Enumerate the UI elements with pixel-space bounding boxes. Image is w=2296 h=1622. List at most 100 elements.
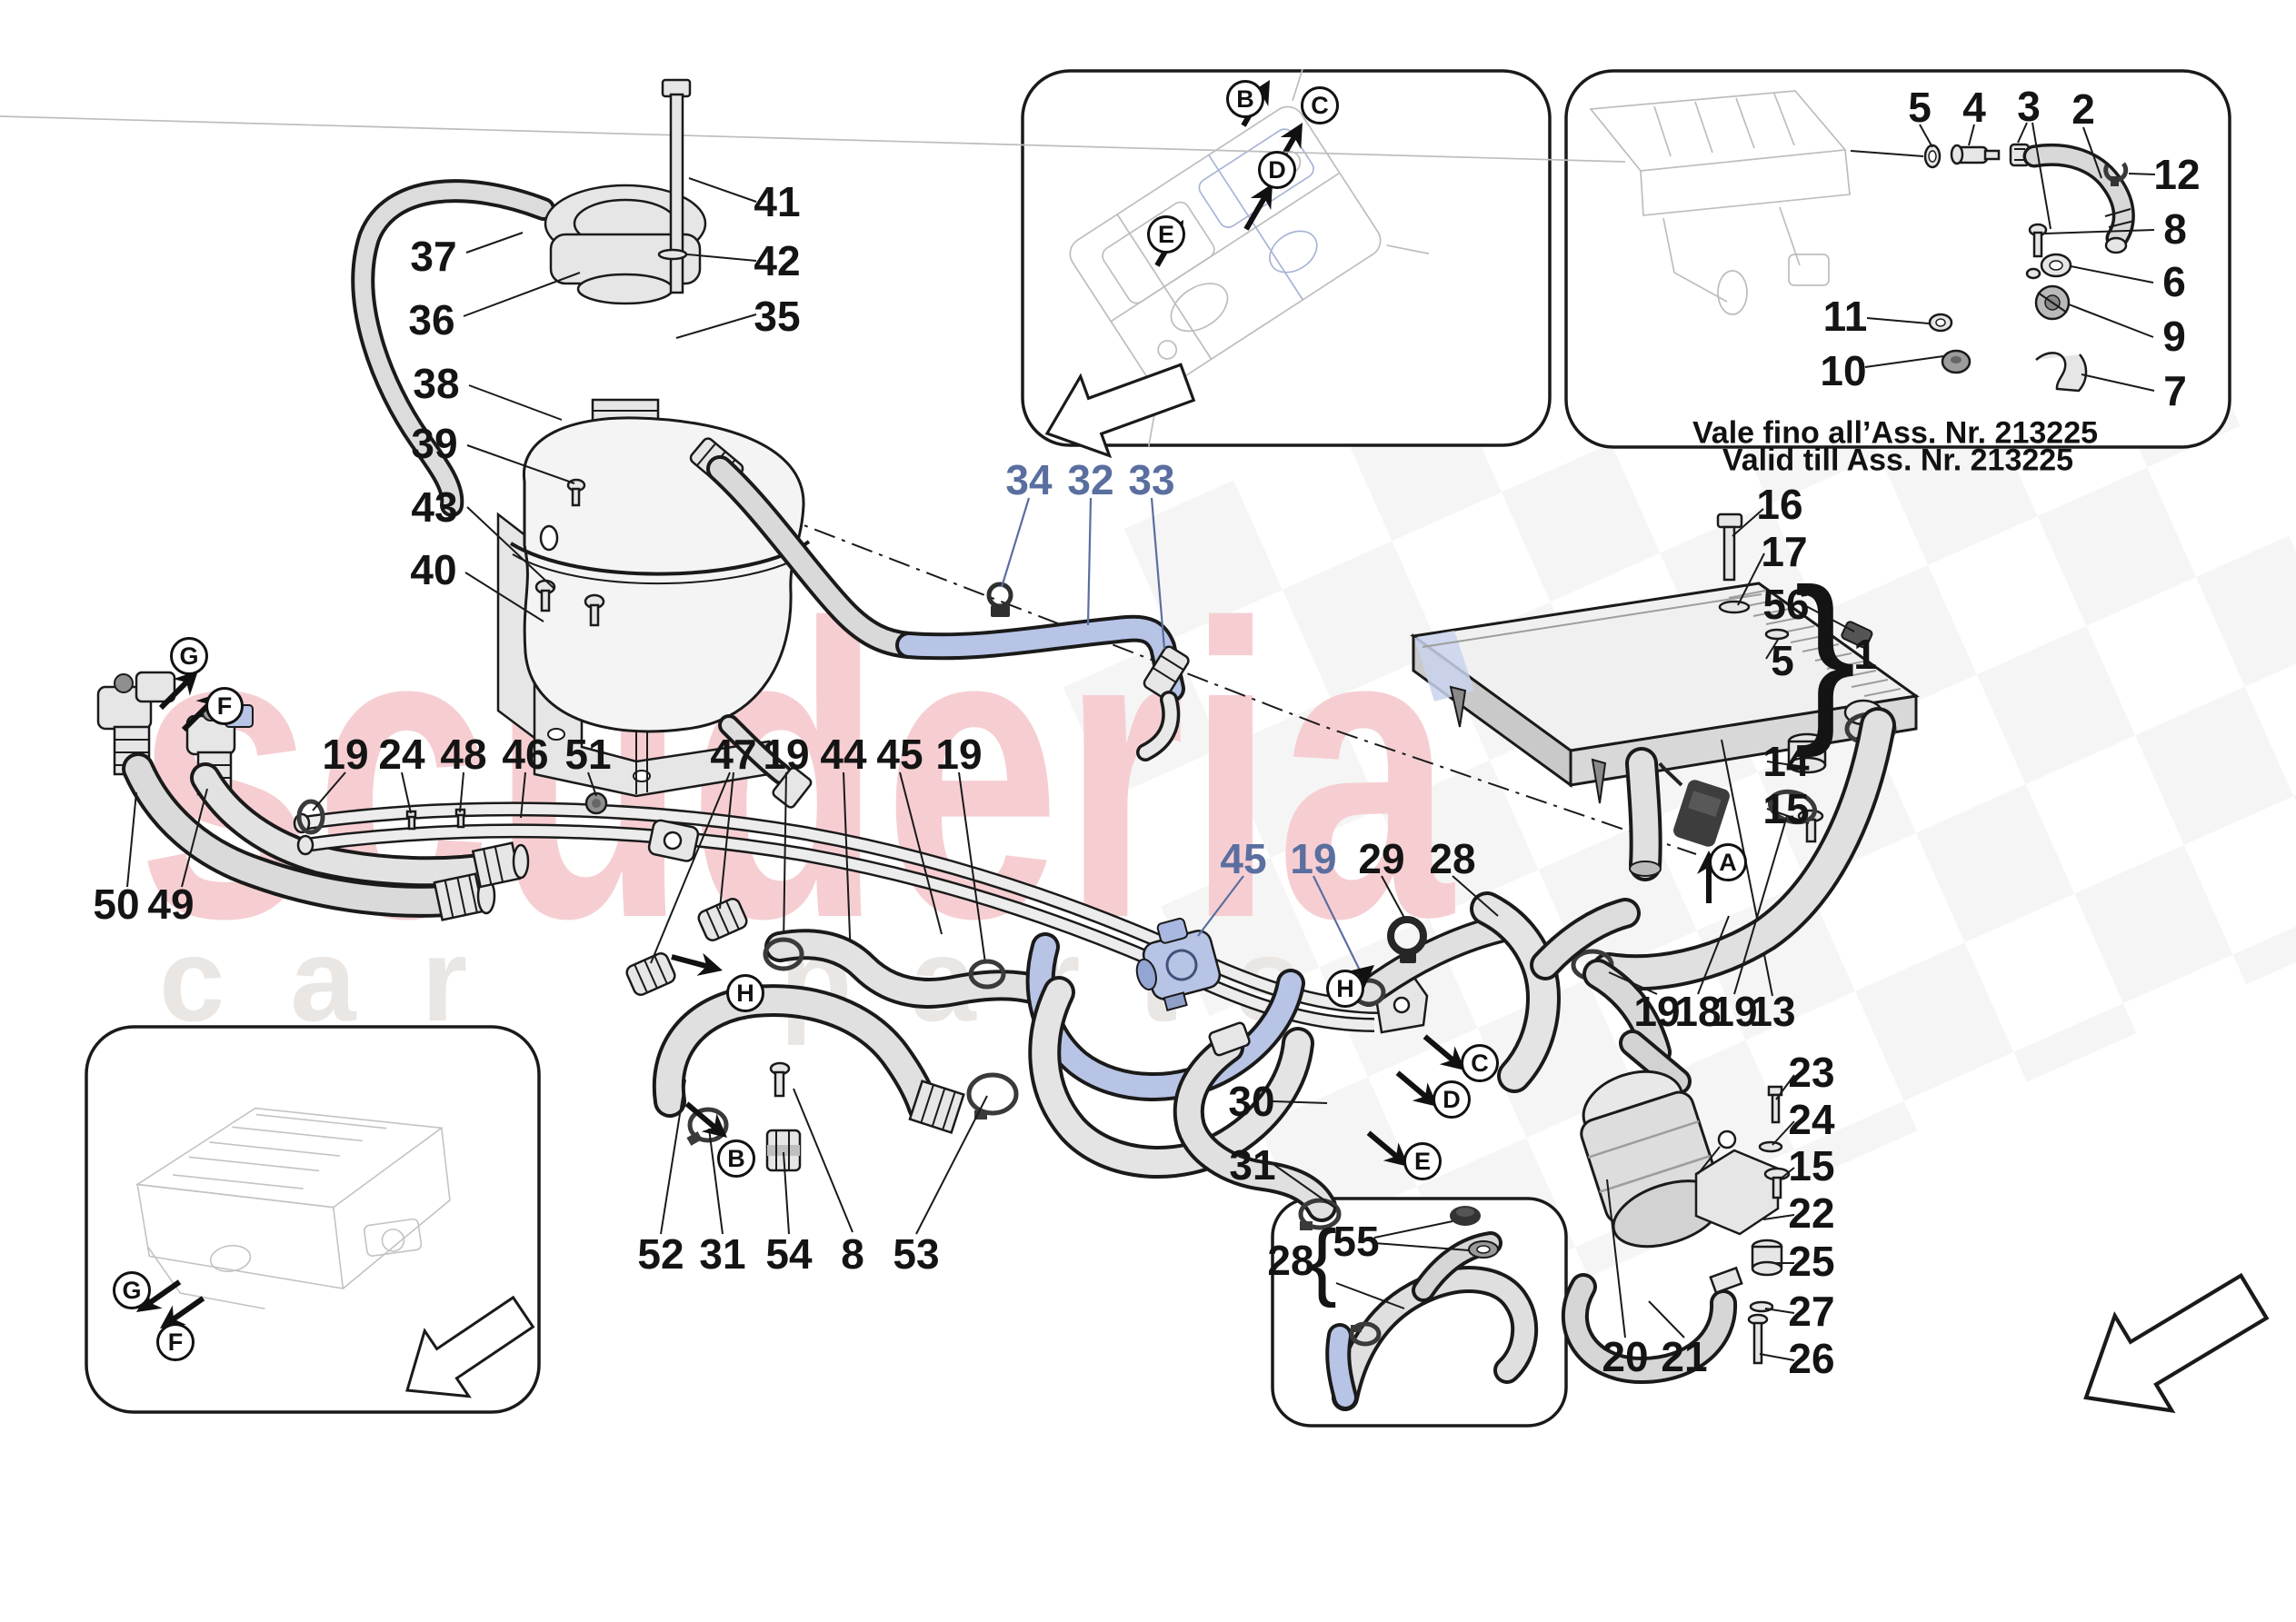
view-marker-B: B: [717, 1139, 755, 1178]
callout-33: 33: [1128, 456, 1175, 503]
hose-32-group: [689, 437, 1190, 761]
callout-46: 46: [502, 731, 549, 778]
section-line-a: [664, 471, 1697, 855]
callout-40: 40: [410, 546, 457, 593]
view-marker-D: D: [1433, 1080, 1471, 1119]
callout-38: 38: [413, 360, 460, 407]
callout-32: 32: [1067, 456, 1114, 503]
callout-52: 52: [637, 1230, 684, 1278]
callout-19: 19: [763, 731, 810, 778]
view-marker-E: E: [1147, 215, 1185, 254]
callout-4: 4: [1962, 84, 1986, 131]
callout-9: 9: [2162, 313, 2186, 360]
view-marker-G: G: [113, 1271, 151, 1309]
view-marker-D: D: [1258, 151, 1296, 189]
callout-49: 49: [147, 881, 195, 928]
view-marker-C: C: [1461, 1044, 1499, 1082]
expansion-tank-group: [351, 78, 813, 809]
callout-54: 54: [765, 1230, 813, 1278]
callout-8: 8: [841, 1230, 864, 1278]
callout-45: 45: [1220, 835, 1267, 882]
callout-47: 47: [710, 731, 757, 778]
hose-18-group: [1571, 707, 1896, 1068]
hose-52-group: [652, 945, 1019, 1235]
callout-39: 39: [411, 420, 458, 467]
callout-43: 43: [411, 483, 458, 531]
callout-13: 13: [1749, 988, 1796, 1035]
callout-15: 15: [1788, 1142, 1835, 1189]
view-marker-A: A: [1709, 843, 1747, 881]
callout-31: 31: [699, 1230, 746, 1278]
view-marker-B: B: [1226, 80, 1264, 118]
callout-48: 48: [440, 731, 487, 778]
view-marker-E: E: [1403, 1142, 1442, 1180]
callout-25: 25: [1788, 1238, 1835, 1285]
callout-16: 16: [1756, 481, 1803, 528]
hose-44-valve-45-group: [763, 875, 1366, 1179]
callout-45: 45: [876, 731, 923, 778]
grouping-brace: {: [1308, 1212, 1337, 1309]
radiator-group: [1410, 508, 1920, 997]
validity-note-line2: Valid till Ass. Nr. 213225: [1722, 443, 2074, 478]
view-marker-H: H: [726, 974, 764, 1012]
callout-1: 1: [1853, 631, 1877, 678]
callout-5: 5: [1908, 84, 1932, 131]
callout-17: 17: [1761, 528, 1808, 575]
callout-14: 14: [1762, 738, 1810, 785]
callout-23: 23: [1788, 1049, 1835, 1096]
watermark-secondary-word1: car: [159, 913, 534, 1046]
view-marker-G: G: [170, 637, 208, 675]
callout-53: 53: [893, 1230, 940, 1278]
callout-24: 24: [1788, 1096, 1835, 1143]
callout-26: 26: [1788, 1335, 1835, 1382]
callout-18: 18: [1674, 988, 1722, 1035]
callout-2: 2: [2071, 85, 2095, 133]
callout-31: 31: [1229, 1141, 1276, 1189]
callout-28: 28: [1429, 835, 1476, 882]
callout-19: 19: [935, 731, 983, 778]
inset-cooler-sketch: [0, 90, 1851, 315]
callout-29: 29: [1358, 835, 1405, 882]
grouping-brace: }: [1793, 550, 1857, 759]
callout-6: 6: [2162, 258, 2186, 305]
callout-19: 19: [1290, 835, 1337, 882]
inset-valid-till: [0, 69, 2231, 449]
callout-8: 8: [2163, 205, 2187, 253]
callout-19: 19: [322, 731, 369, 778]
callout-50: 50: [93, 881, 140, 928]
view-marker-F: F: [156, 1323, 195, 1361]
callout-7: 7: [2163, 367, 2187, 414]
callout-19: 19: [1633, 988, 1681, 1035]
callout-56: 56: [1762, 581, 1810, 628]
callout-44: 44: [820, 731, 867, 778]
callout-27: 27: [1788, 1288, 1835, 1335]
hose-28-30-group: [1173, 875, 1641, 1230]
callout-36: 36: [408, 296, 455, 343]
callout-21: 21: [1661, 1333, 1708, 1380]
callout-3: 3: [2017, 83, 2041, 130]
inset-hose-detail: [1271, 1197, 1568, 1428]
view-marker-C: C: [1301, 86, 1339, 124]
callout-28: 28: [1267, 1237, 1314, 1284]
pipes-46-group: [293, 771, 1429, 1034]
pump-group: [1561, 1030, 1795, 1385]
view-marker-H: H: [1326, 970, 1364, 1008]
callout-24: 24: [378, 731, 425, 778]
callout-15: 15: [1762, 785, 1810, 832]
callout-30: 30: [1228, 1078, 1275, 1125]
callout-5: 5: [1771, 637, 1794, 684]
callout-12: 12: [2153, 151, 2201, 198]
callout-55: 55: [1333, 1218, 1380, 1265]
callout-20: 20: [1602, 1333, 1649, 1380]
validity-note-line1: Vale fino all’Ass. Nr. 213225: [1692, 415, 2099, 451]
callout-19: 19: [1711, 988, 1758, 1035]
view-marker-F: F: [205, 687, 244, 725]
callout-34: 34: [1005, 456, 1053, 503]
callout-22: 22: [1788, 1189, 1835, 1237]
hose-49-50-group: [96, 662, 530, 921]
callout-11: 11: [1822, 293, 1868, 340]
inset-engine-bottom-left: [85, 1025, 547, 1425]
